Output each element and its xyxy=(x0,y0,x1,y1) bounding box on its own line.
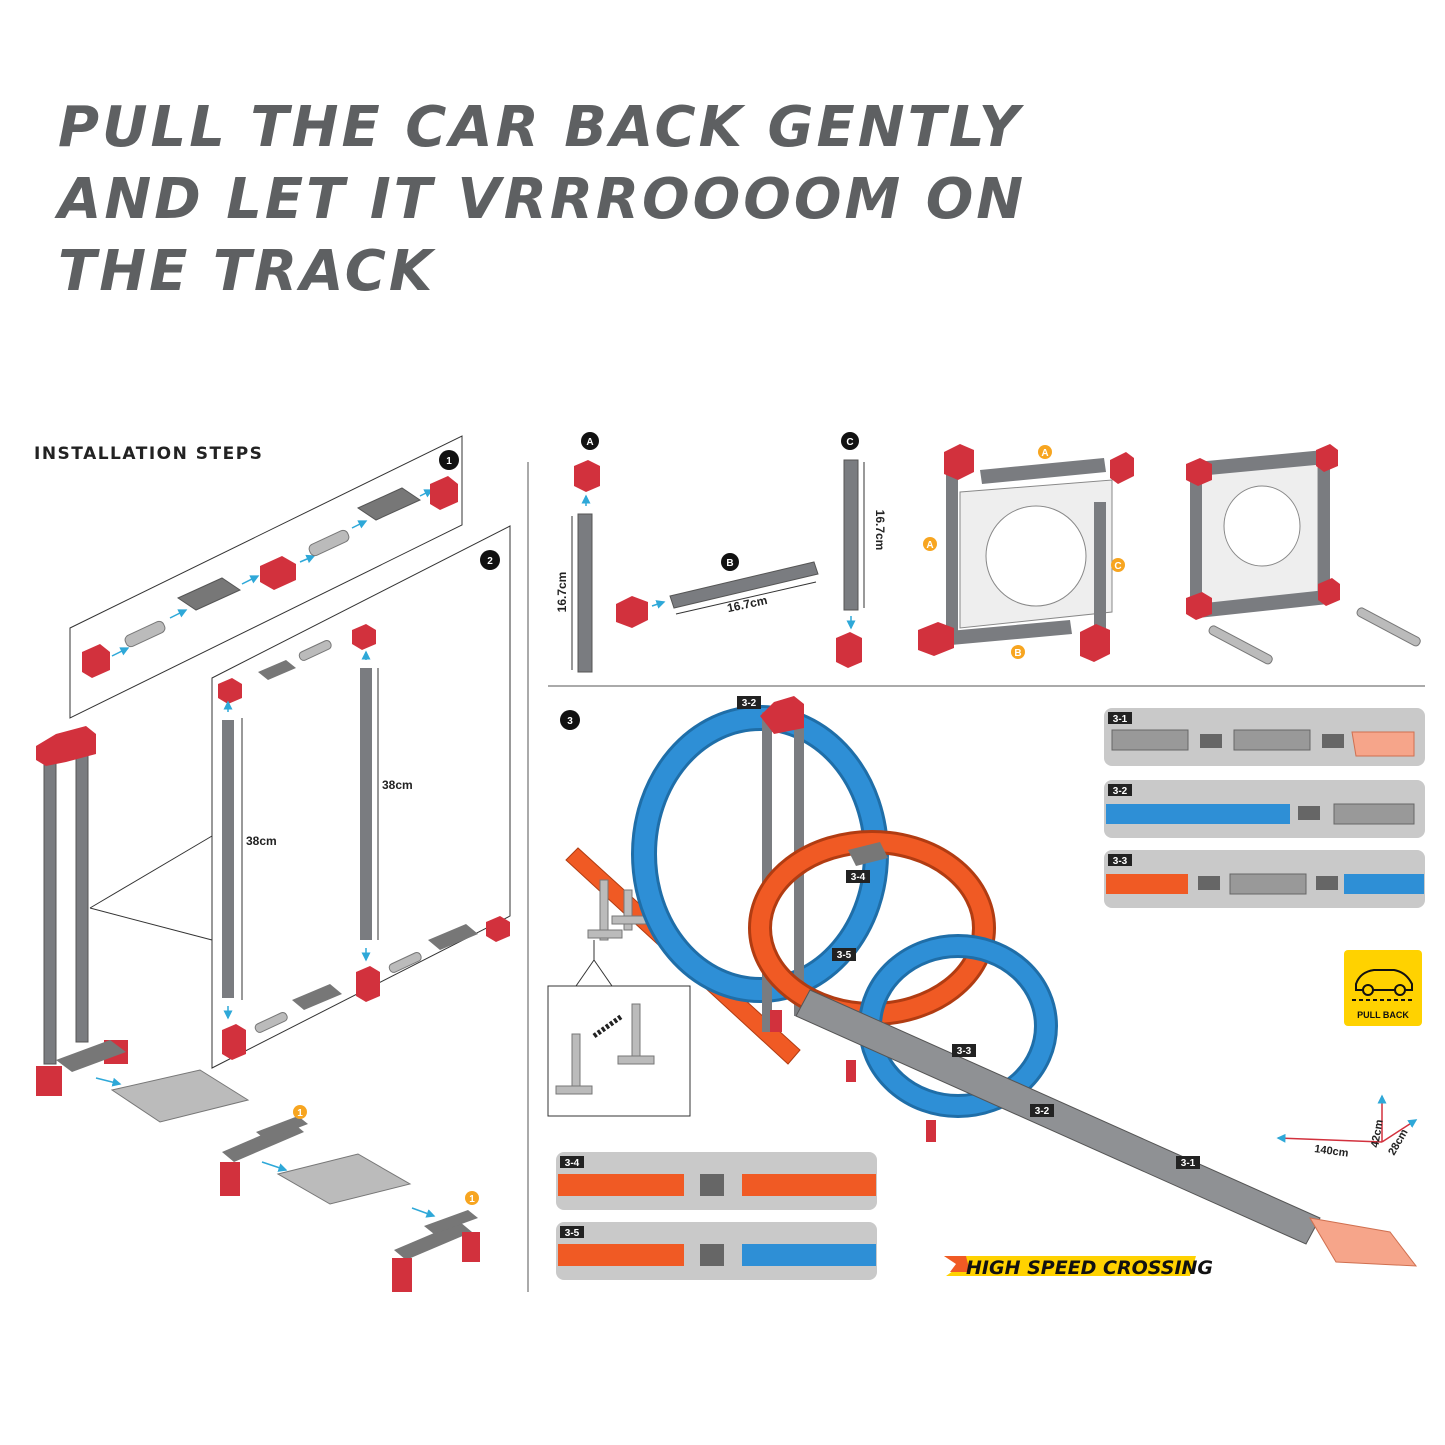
width-dimension: 140cm xyxy=(1314,1143,1350,1160)
step-2-parts xyxy=(218,624,510,1060)
scene-tag-3-4: 3-4 xyxy=(851,872,866,883)
detail-panel-3-5: 3-5 xyxy=(556,1222,877,1280)
detail-panel-3-2: 3-2 xyxy=(1104,780,1425,838)
frame-marker-c xyxy=(1111,558,1125,572)
frame-assembly-complete xyxy=(1186,444,1421,665)
step-2-number-text: 2 xyxy=(487,556,493,567)
step-2-number xyxy=(480,550,500,570)
headline-line-2: AND LET IT VRRROOOOM ON xyxy=(58,167,1027,232)
pull-back-label: PULL BACK xyxy=(1357,1010,1409,1020)
high-speed-crossing-text: HIGH SPEED CROSSING xyxy=(966,1257,1213,1279)
detail-tag-3-5: 3-5 xyxy=(565,1228,580,1239)
step-1-parts xyxy=(82,476,458,678)
marker-b xyxy=(721,553,739,571)
depth-dimension: 28cm xyxy=(1386,1127,1411,1158)
dimension-indicator: 140cm 42cm 28cm xyxy=(1276,1094,1418,1160)
marker-c xyxy=(841,432,859,450)
step-2-panel: 2 38cm 38cm xyxy=(211,525,511,1069)
scene-tags: 3-2 3-4 3-5 3-3 3-2 3-1 xyxy=(737,696,1200,1169)
step-1-panel: 1 xyxy=(69,435,463,719)
marker-a-text: A xyxy=(586,437,593,448)
orange-marker-1b xyxy=(465,1191,479,1205)
detail-tag-3-4: 3-4 xyxy=(565,1158,580,1169)
headline-line-3: THE TRACK xyxy=(58,239,436,304)
frame-marker-c-text: C xyxy=(1114,561,1121,572)
detail-panel-3-3: 3-3 xyxy=(1104,850,1425,908)
scene-tag-3-2-top: 3-2 xyxy=(742,698,757,709)
marker-c-text: C xyxy=(846,437,853,448)
height-dimension: 42cm xyxy=(1369,1119,1386,1149)
scene-tag-3-1: 3-1 xyxy=(1181,1158,1196,1169)
pole-length-label-right: 38cm xyxy=(382,778,413,792)
detail-panel-3-4: 3-4 xyxy=(556,1152,877,1210)
detail-tag-3-3: 3-3 xyxy=(1113,856,1128,867)
frame-marker-a-left-text: A xyxy=(926,540,933,551)
high-speed-crossing-banner: HIGH SPEED CROSSING xyxy=(944,1256,1213,1279)
part-c-length-label: 16.7cm xyxy=(873,510,887,551)
scene-tag-3-3: 3-3 xyxy=(957,1046,972,1057)
track-scene xyxy=(547,696,1418,1267)
pole-length-label-left: 38cm xyxy=(246,834,277,848)
orange-marker-1a xyxy=(293,1105,307,1119)
frame-marker-a-left xyxy=(923,537,937,551)
marker-b-text: B xyxy=(726,558,733,569)
frame-marker-b-text: B xyxy=(1014,648,1021,659)
car-icon xyxy=(1355,969,1413,991)
stand-detail-inset xyxy=(547,985,691,1117)
detail-panel-3-1: 3-1 xyxy=(1104,708,1425,766)
step-3-number xyxy=(560,710,580,730)
orange-marker-1b-text: 1 xyxy=(469,1194,475,1205)
frame-assembly-exploded: A A C B xyxy=(918,444,1134,662)
headline-line-1: PULL THE CAR BACK GENTLY xyxy=(58,95,1023,160)
orange-marker-1a-text: 1 xyxy=(297,1108,303,1119)
detail-tag-3-1: 3-1 xyxy=(1113,714,1128,725)
detail-tag-3-2: 3-2 xyxy=(1113,786,1128,797)
scene-tag-3-2-bottom: 3-2 xyxy=(1035,1106,1050,1117)
step-1-number xyxy=(439,450,459,470)
part-a-length-label: 16.7cm xyxy=(555,572,569,613)
parts-a-b-c: A 16.7cm B 16.7cm C 16.7cm xyxy=(555,432,887,673)
pull-back-badge: PULL BACK xyxy=(1344,950,1422,1026)
part-b-length-label: 16.7cm xyxy=(726,593,769,615)
frame-marker-a-top-text: A xyxy=(1041,448,1048,459)
headline: PULL THE CAR BACK GENTLY AND LET IT VRRR… xyxy=(58,92,1258,308)
frame-marker-b xyxy=(1011,645,1025,659)
frame-marker-a-top xyxy=(1038,445,1052,459)
step-1-number-text: 1 xyxy=(446,456,452,467)
step-2-assembled-frame: 1 1 xyxy=(36,726,480,1292)
step-3-number-text: 3 xyxy=(567,716,573,727)
installation-steps-title: INSTALLATION STEPS xyxy=(34,444,264,464)
marker-a xyxy=(581,432,599,450)
scene-tag-3-5: 3-5 xyxy=(837,950,852,961)
